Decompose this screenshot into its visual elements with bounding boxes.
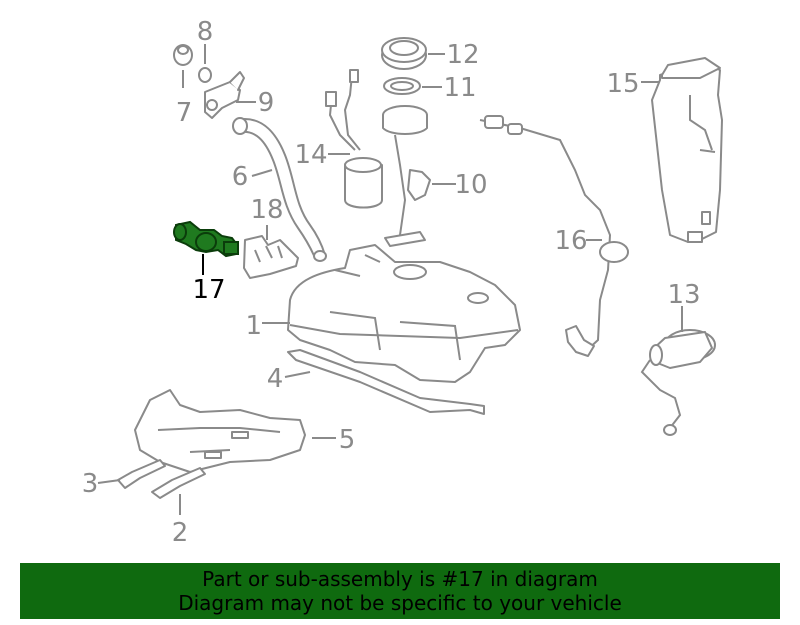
part-12-lock-ring bbox=[381, 37, 427, 70]
callout-16: 16 bbox=[554, 226, 587, 256]
part-4-strap bbox=[287, 349, 485, 415]
part-2-strap bbox=[151, 467, 206, 499]
part-18-heat-shield bbox=[243, 235, 299, 279]
callout-5: 5 bbox=[339, 425, 356, 455]
part-7-grommet bbox=[173, 44, 193, 66]
callout-13: 13 bbox=[667, 280, 700, 310]
callout-7: 7 bbox=[176, 98, 193, 128]
leader-lines bbox=[97, 44, 683, 515]
callout-3: 3 bbox=[82, 469, 99, 499]
callout-18: 18 bbox=[250, 195, 283, 225]
callout-8: 8 bbox=[197, 17, 214, 47]
callout-1: 1 bbox=[245, 311, 262, 341]
callout-labels: 1 2 3 4 5 6 7 8 9 10 11 12 13 14 15 16 1… bbox=[82, 17, 701, 548]
part-info-banner: Part or sub-assembly is #17 in diagram D… bbox=[20, 563, 780, 619]
callout-10: 10 bbox=[454, 170, 487, 200]
callout-14: 14 bbox=[294, 140, 327, 170]
part-13-fuel-filter bbox=[640, 329, 716, 436]
leader-4 bbox=[284, 371, 311, 378]
banner-line-2: Diagram may not be specific to your vehi… bbox=[178, 591, 622, 615]
part-5-skid-plate bbox=[134, 389, 306, 473]
part-3-strap bbox=[117, 459, 166, 489]
part-10-fuel-sender bbox=[382, 105, 431, 247]
leader-6 bbox=[251, 169, 273, 177]
part-14-fuel-pump bbox=[325, 69, 383, 209]
parts-diagram: 1 2 3 4 5 6 7 8 9 10 11 12 13 14 15 16 1… bbox=[82, 17, 723, 548]
part-8-grommet bbox=[198, 67, 212, 83]
banner-line-1: Part or sub-assembly is #17 in diagram bbox=[202, 567, 598, 591]
leader-3 bbox=[97, 479, 121, 484]
part-16-fuel-line bbox=[479, 115, 629, 357]
part-1-fuel-tank bbox=[287, 244, 521, 383]
callout-12: 12 bbox=[446, 40, 479, 70]
part-9-valve bbox=[204, 71, 245, 119]
part-11-seal bbox=[383, 77, 421, 95]
callout-2: 2 bbox=[172, 518, 189, 548]
part-6-filler-hose bbox=[232, 117, 327, 262]
part-15-canister bbox=[651, 57, 723, 243]
callout-4: 4 bbox=[267, 364, 284, 394]
callout-9: 9 bbox=[258, 88, 275, 118]
callout-15: 15 bbox=[606, 69, 639, 99]
callout-17: 17 bbox=[192, 275, 225, 305]
part-17-highlighted-valve bbox=[173, 220, 240, 258]
callout-6: 6 bbox=[232, 162, 249, 192]
callout-11: 11 bbox=[443, 73, 476, 103]
